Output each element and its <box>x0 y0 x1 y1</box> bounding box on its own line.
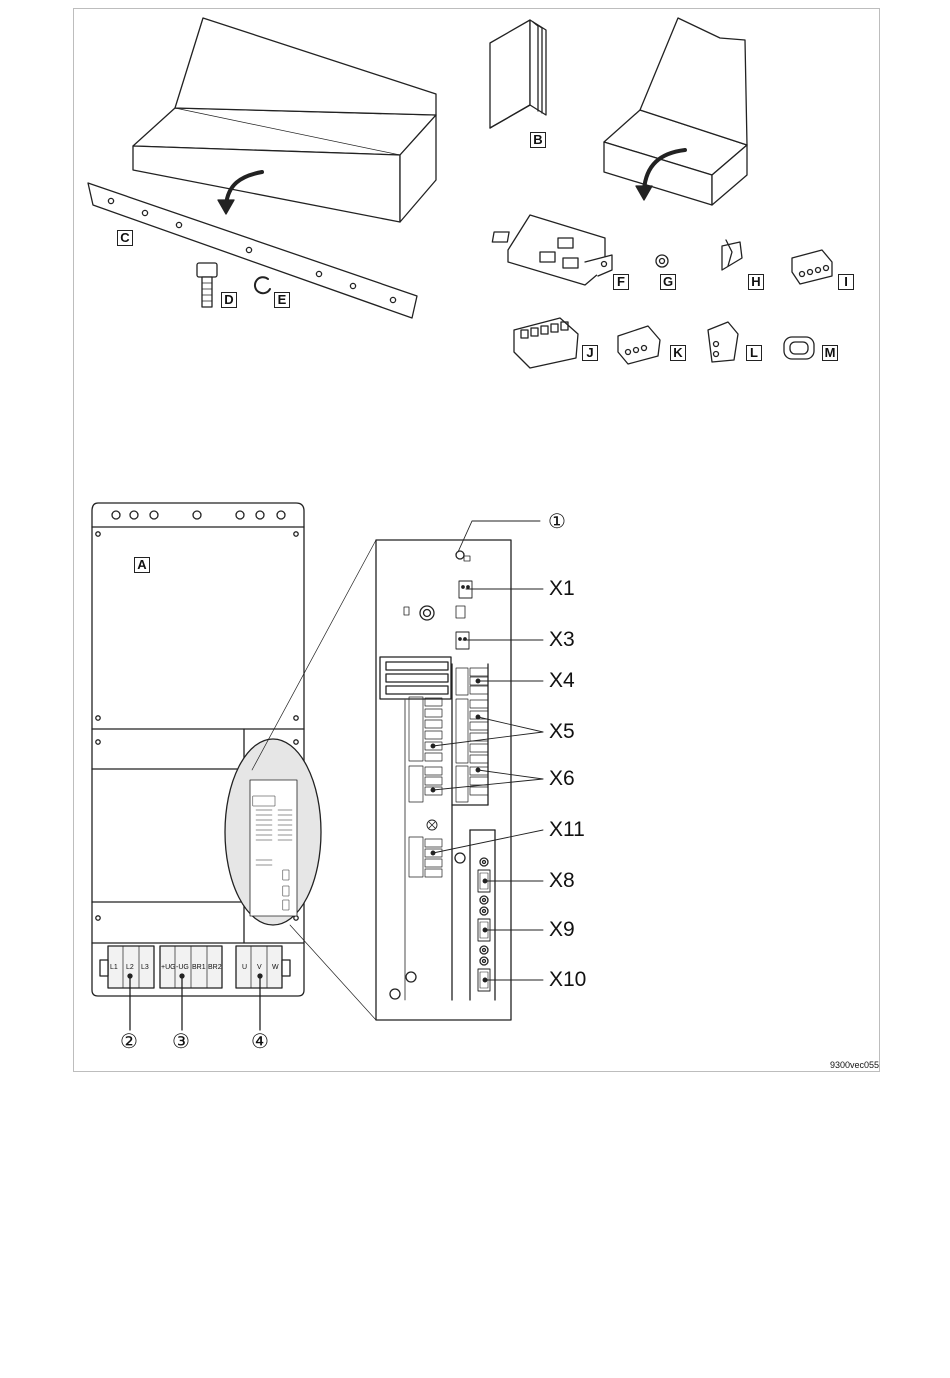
item-label-d: D <box>221 292 237 308</box>
figure-frame <box>73 8 880 1072</box>
item-label-f: F <box>613 274 629 290</box>
terminal-plus-ug: +UG <box>161 964 176 971</box>
booklet <box>489 19 547 129</box>
item-label-j: J <box>582 345 598 361</box>
terminal-l2: L2 <box>126 964 134 971</box>
connector-x10: X10 <box>549 968 587 991</box>
callout-3: ③ <box>172 1031 190 1053</box>
connector-x4: X4 <box>549 669 575 692</box>
terminal-v: V <box>257 964 262 971</box>
connector-x1: X1 <box>549 577 575 600</box>
item-label-i: I <box>838 274 854 290</box>
large-box <box>132 17 437 223</box>
connector-x5: X5 <box>549 720 575 743</box>
lock-ring <box>253 276 271 295</box>
item-label-g: G <box>660 274 676 290</box>
item-label-l: L <box>746 345 762 361</box>
sealing-ring <box>783 336 815 360</box>
terminal-l3: L3 <box>141 964 149 971</box>
connector-x6: X6 <box>549 767 575 790</box>
terminal-l1: L1 <box>110 964 118 971</box>
terminal-minus-ug: -UG <box>176 964 189 971</box>
callout-4: ④ <box>251 1031 269 1053</box>
item-label-h: H <box>748 274 764 290</box>
connector-x8: X8 <box>549 869 575 892</box>
small-box <box>603 17 748 206</box>
plug-connector-i <box>791 249 833 285</box>
item-label-c: C <box>117 230 133 246</box>
connector-x9: X9 <box>549 918 575 941</box>
shield-bracket <box>491 214 613 286</box>
connector-x3: X3 <box>549 628 575 651</box>
item-label-b: B <box>530 132 546 148</box>
plug-connector-l <box>707 321 739 363</box>
item-label-a: A <box>134 557 150 573</box>
cable-gland <box>655 254 669 268</box>
plug-connector-j <box>513 317 579 369</box>
callout-1: ① <box>548 511 566 533</box>
connector-x11: X11 <box>549 818 585 841</box>
terminal-u: U <box>242 964 248 971</box>
terminal-br2: BR2 <box>208 964 222 971</box>
item-label-k: K <box>670 345 686 361</box>
clip-tape <box>721 239 743 271</box>
callout-2: ② <box>120 1031 138 1053</box>
control-panel-detail <box>375 520 544 1021</box>
terminal-br1: BR1 <box>192 964 206 971</box>
mounting-rail <box>87 182 418 319</box>
magnifier-ellipse <box>224 539 377 1021</box>
item-label-m: M <box>822 345 838 361</box>
item-label-e: E <box>274 292 290 308</box>
screw <box>196 262 218 308</box>
plug-connector-k <box>617 325 661 365</box>
figure-code: 9300vec055 <box>830 1060 880 1070</box>
terminal-w: W <box>272 964 279 971</box>
